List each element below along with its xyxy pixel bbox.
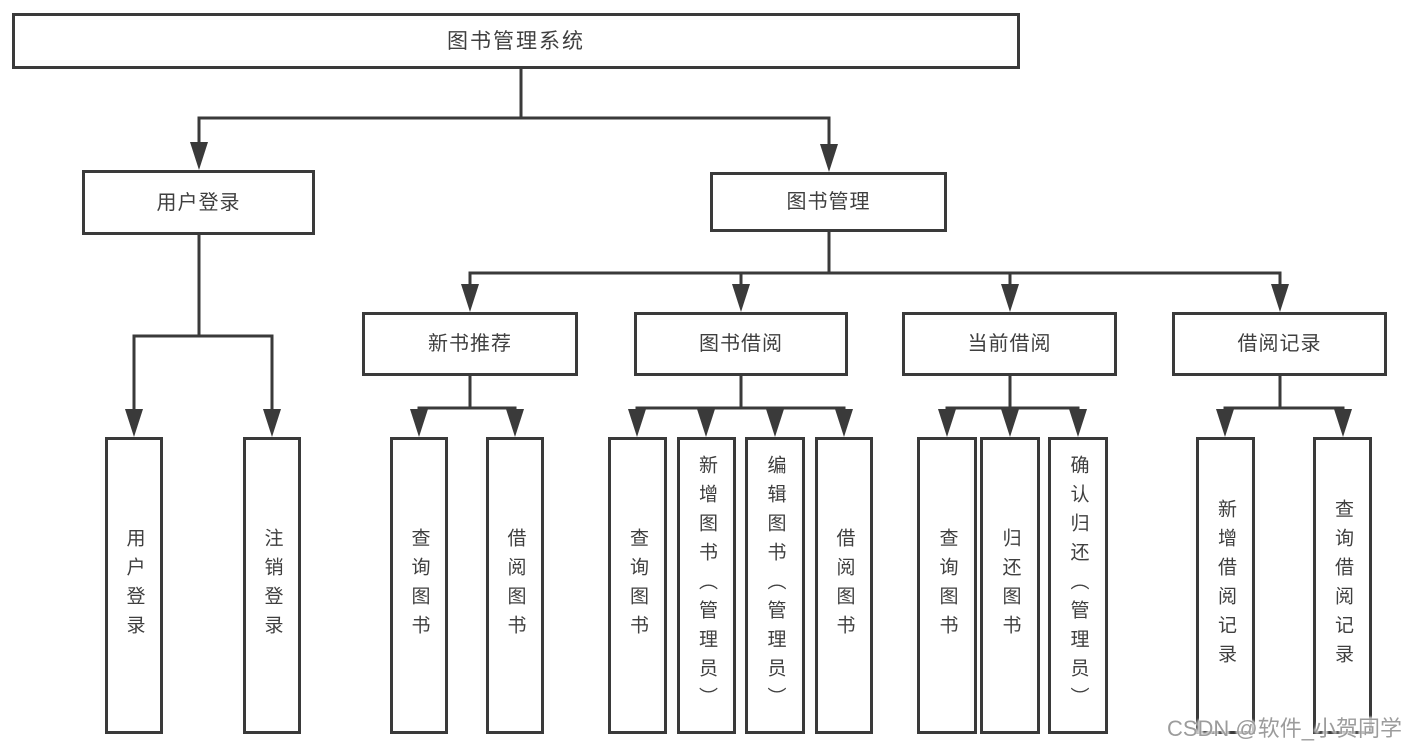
connector bbox=[635, 406, 846, 412]
node-leaf-borrow-book-2: 借阅图书 bbox=[815, 437, 873, 734]
node-leaf-return-book: 归还图书 bbox=[980, 437, 1040, 734]
arrowhead bbox=[1069, 409, 1087, 437]
arrowhead bbox=[506, 409, 524, 437]
node-book-borrow: 图书借阅 bbox=[634, 312, 848, 376]
arrowhead bbox=[820, 144, 838, 172]
node-leaf-borrow-book-1: 借阅图书 bbox=[486, 437, 544, 734]
node-leaf-query-book-3: 查询图书 bbox=[917, 437, 977, 734]
arrowhead bbox=[1216, 409, 1234, 437]
node-borrow-record: 借阅记录 bbox=[1172, 312, 1387, 376]
arrowhead bbox=[461, 284, 479, 312]
arrowhead bbox=[1001, 284, 1019, 312]
arrowhead bbox=[1001, 409, 1019, 437]
node-current-borrow: 当前借阅 bbox=[902, 312, 1117, 376]
arrowhead bbox=[732, 284, 750, 312]
arrowhead bbox=[835, 409, 853, 437]
node-book-management-branch: 图书管理 bbox=[710, 172, 947, 232]
arrowhead bbox=[766, 409, 784, 437]
connector bbox=[468, 271, 1282, 287]
csdn-watermark: CSDN @软件_小贺同学 bbox=[1166, 716, 1402, 741]
connector bbox=[132, 334, 274, 412]
arrowhead bbox=[125, 409, 143, 437]
arrowhead bbox=[628, 409, 646, 437]
node-leaf-query-book-1: 查询图书 bbox=[390, 437, 448, 734]
node-leaf-confirm-return-admin: 确认归还（管理员） bbox=[1048, 437, 1108, 734]
node-leaf-user-login: 用户登录 bbox=[105, 437, 163, 734]
arrowhead bbox=[410, 409, 428, 437]
arrowhead bbox=[1271, 284, 1289, 312]
node-new-book-recommend: 新书推荐 bbox=[362, 312, 578, 376]
node-leaf-edit-book-admin: 编辑图书（管理员） bbox=[745, 437, 805, 734]
node-leaf-add-book-admin: 新增图书（管理员） bbox=[677, 437, 736, 734]
arrowhead bbox=[697, 409, 715, 437]
connector bbox=[197, 116, 831, 147]
node-leaf-add-borrow-record: 新增借阅记录 bbox=[1196, 437, 1255, 734]
connector bbox=[1223, 406, 1345, 412]
arrowhead bbox=[190, 142, 208, 170]
arrowhead bbox=[938, 409, 956, 437]
node-leaf-logout: 注销登录 bbox=[243, 437, 301, 734]
arrowhead bbox=[263, 409, 281, 437]
node-root-system: 图书管理系统 bbox=[12, 13, 1020, 69]
node-user-login-branch: 用户登录 bbox=[82, 170, 315, 235]
connector bbox=[417, 406, 517, 412]
arrowhead bbox=[1334, 409, 1352, 437]
node-leaf-query-borrow-record: 查询借阅记录 bbox=[1313, 437, 1372, 734]
node-leaf-query-book-2: 查询图书 bbox=[608, 437, 667, 734]
